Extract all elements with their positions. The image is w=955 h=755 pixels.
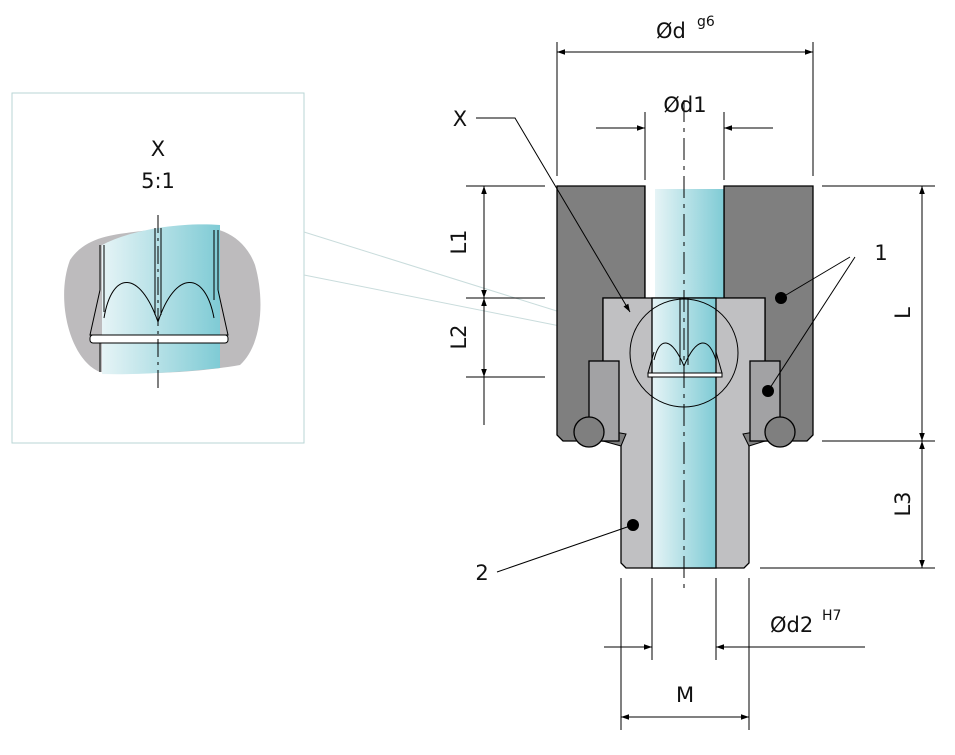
dim-d2-label: Ød2 [770,613,813,637]
detail-label: X [151,137,165,161]
dim-l-label: L [891,307,915,319]
dim-d2-tolerance: H7 [822,608,841,624]
dim-l2-label: L2 [447,324,471,349]
dim-d-tolerance: g6 [697,14,715,30]
callout-part-2: 2 [475,561,488,585]
dim-l1-label: L1 [447,229,471,254]
callout-part-1: 1 [874,241,887,265]
callout-x: X [453,107,467,131]
tube-upper [655,189,724,298]
dim-d-label: Ød [656,19,686,43]
o-ring-left [573,416,605,448]
projection-lines [303,231,561,327]
detail-scale: 5:1 [141,169,175,193]
dimension-lines [466,42,935,730]
dim-d1-label: Ød1 [663,93,706,117]
o-ring-right [764,416,796,448]
callout-dots [627,292,787,531]
leader-lines [476,117,856,573]
detail-view-x: X 5:1 [11,92,305,444]
dim-m-label: M [676,683,694,707]
dim-l3-label: L3 [891,491,915,516]
detail-ferrule [89,215,229,390]
